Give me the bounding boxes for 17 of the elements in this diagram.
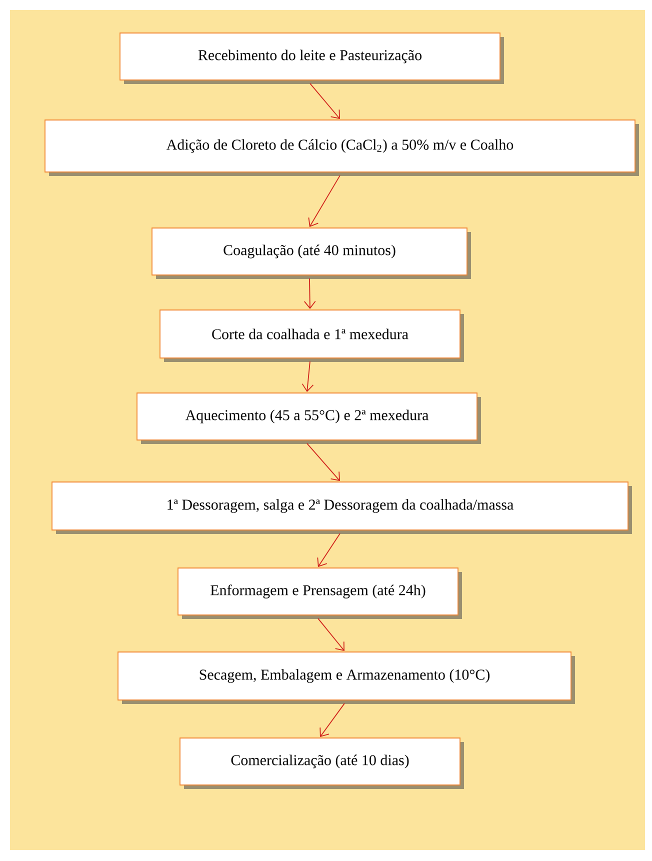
- process-box: Secagem, Embalagem e Armazenamento (10°C): [118, 652, 575, 704]
- arrow: [308, 217, 319, 228]
- process-box: Enformagem e Prensagem (até 24h): [178, 568, 462, 619]
- process-box: Corte da coalhada e 1ª mexedura: [160, 310, 464, 362]
- arrow: [304, 300, 316, 310]
- process-box: Adição de Cloreto de Cálcio (CaCl$_{2}$) a 50% m/v e Coalho: [44, 120, 639, 176]
- process-box: Comercialização (até 10 dias): [180, 738, 464, 789]
- process-box: Aquecimento (45 a 55°C) e 2ª mexedura: [136, 392, 481, 444]
- process-box: 1ª Dessoragem, salga e 2ª Dessoragem da coalhada/massa: [52, 482, 632, 534]
- arrow: [302, 383, 314, 392]
- arrow: [334, 641, 344, 652]
- arrow: [320, 727, 330, 738]
- process-box: Coagulação (até 40 minutos): [152, 228, 471, 279]
- arrow: [317, 557, 328, 568]
- arrow: [330, 471, 340, 482]
- process-box: Recebimento do leite e Pasteurização: [120, 32, 504, 84]
- arrow: [330, 109, 340, 120]
